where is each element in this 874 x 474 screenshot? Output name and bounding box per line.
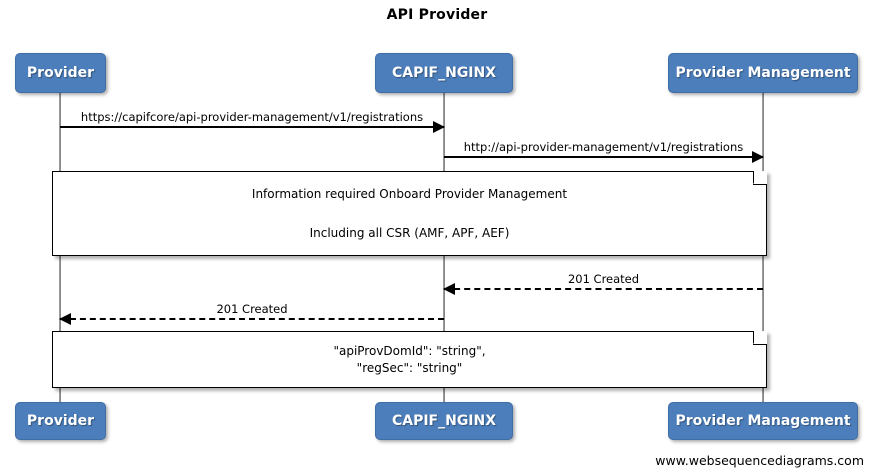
message-line <box>60 126 444 128</box>
message-4[interactable]: 201 Created <box>59 302 444 325</box>
message-label: https://capifcore/api-provider-managemen… <box>80 110 424 124</box>
participant-provider-management-top[interactable]: Provider Management <box>668 53 858 93</box>
note-line-1: Information required Onboard Provider Ma… <box>251 187 568 202</box>
footer-watermark: www.websequencediagrams.com <box>655 453 864 468</box>
participant-label: Provider Management <box>675 65 851 81</box>
note-line-1: "apiProvDomId": "string", <box>333 344 486 359</box>
note-fold-corner-icon <box>752 169 767 185</box>
participant-provider-top[interactable]: Provider <box>15 53 106 93</box>
note-fold-corner-icon <box>752 329 767 345</box>
message-line <box>60 318 444 320</box>
note-line-2: Including all CSR (AMF, APF, AEF) <box>309 225 510 240</box>
page-title: API Provider <box>386 7 488 23</box>
participant-capif-nginx-bottom[interactable]: CAPIF_NGINX <box>375 402 513 440</box>
participant-label: Provider Management <box>675 413 851 429</box>
participant-label: Provider <box>26 413 95 429</box>
message-line <box>444 156 763 158</box>
participant-provider-bottom[interactable]: Provider <box>15 402 106 440</box>
note-line-2: "regSec": "string" <box>356 360 463 375</box>
participant-label: CAPIF_NGINX <box>391 413 497 429</box>
note-response-body: "apiProvDomId": "string", "regSec": "str… <box>52 329 767 388</box>
note-information-required: Information required Onboard Provider Ma… <box>52 169 767 256</box>
message-3[interactable]: 201 Created <box>443 272 763 295</box>
arrow-head-left-icon <box>443 283 455 295</box>
participant-provider-management-bottom[interactable]: Provider Management <box>668 402 858 440</box>
message-label: http://api-provider-management/v1/regist… <box>463 140 744 154</box>
participant-label: Provider <box>26 65 95 81</box>
message-1[interactable]: https://capifcore/api-provider-managemen… <box>60 110 445 133</box>
message-2[interactable]: http://api-provider-management/v1/regist… <box>444 140 764 163</box>
message-line <box>444 288 763 290</box>
participant-label: CAPIF_NGINX <box>391 65 497 81</box>
arrow-head-left-icon <box>59 313 71 325</box>
arrow-head-right-icon <box>433 121 445 133</box>
message-label: 201 Created <box>567 272 640 286</box>
arrow-head-right-icon <box>752 151 764 163</box>
message-label: 201 Created <box>216 302 288 316</box>
participant-capif-nginx-top[interactable]: CAPIF_NGINX <box>375 53 513 93</box>
